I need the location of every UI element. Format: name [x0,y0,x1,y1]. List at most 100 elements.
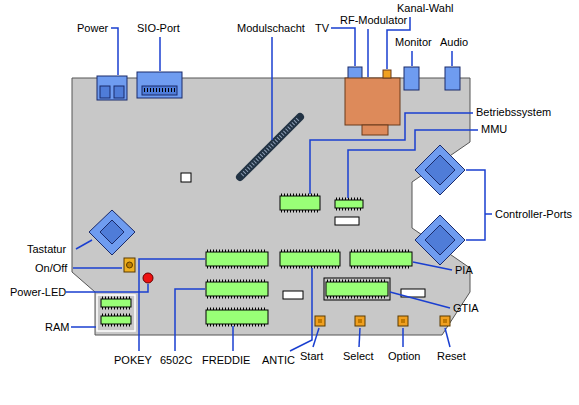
port-body [415,145,465,195]
port-pins [425,225,455,255]
chip-body [101,316,131,324]
chip-body [206,282,268,296]
button [315,316,325,326]
connector-pins [142,86,177,95]
chip [206,251,268,267]
button-cap [401,319,405,323]
chip [206,281,268,297]
part-label: Controller-Ports [495,208,572,221]
part-label: TV [315,22,329,35]
button-cap [443,319,447,323]
chip [280,195,320,211]
ram-area [97,295,135,331]
part-label: RF-Modulator [340,14,407,27]
leader-line [390,292,450,308]
leader-line [73,267,122,269]
cartridge-slot [240,117,300,177]
port-pins [425,155,455,185]
keyboard-connector [89,210,135,255]
rf-modulator [345,78,400,135]
part-label: Monitor [395,36,432,49]
leader-line [66,284,148,292]
part-label: Modulschacht [237,22,305,35]
leader-line [271,37,273,140]
chip [324,278,390,300]
switch-body [124,258,135,272]
part-label: Tastatur [27,243,66,256]
leader-line [359,328,360,347]
leader-lines [66,17,492,351]
part-label: GTIA [453,302,479,315]
leader-line [175,289,205,351]
part-label: POKEY [114,354,152,367]
part-label: MMU [481,123,507,136]
chip [280,251,340,267]
button-cap [318,319,322,323]
controller-port [415,145,465,195]
leader-line [445,328,450,347]
chip [206,309,268,325]
chip-socket [324,278,390,300]
connector-pin [100,86,110,98]
chip-body [326,282,388,296]
leader-line [313,328,319,347]
leader-line [411,51,413,66]
button [355,316,365,326]
leader-line [485,213,492,215]
connector-body [89,210,135,255]
chip-body [335,200,363,208]
leader-line [348,130,478,198]
channel-switch [383,70,391,78]
circuit-board [72,78,470,335]
chip-body [335,217,359,225]
part-label: Power [77,22,108,35]
button [440,316,450,326]
leader-line [331,28,355,66]
leader-line [111,28,118,75]
chip-body [283,291,303,299]
leader-line [139,259,205,351]
chip [335,199,363,209]
connector-body [97,76,127,100]
button-cap [358,319,362,323]
power-connector [97,76,127,100]
chip-body [280,196,320,210]
power-led [143,273,153,283]
leader-line [310,113,473,194]
part-label: Select [343,350,374,363]
part-label: FREDDIE [202,354,250,367]
chip [350,251,412,267]
leader-line [367,29,369,77]
connector-pins [100,220,124,244]
part-label: Betriebssystem [476,106,551,119]
part-label: Reset [437,350,466,363]
leader-line [76,240,92,249]
part-label: Start [300,350,323,363]
modulator-box [362,125,388,135]
part-label: PIA [455,264,473,277]
switch-knob [127,262,133,268]
sio-connector [137,72,182,98]
leader-line [413,262,452,270]
slot-contacts [242,119,298,175]
chip-body [350,252,412,266]
button [398,316,408,326]
part-label: 6502C [160,354,192,367]
modulator-box [345,78,400,125]
chip-body [280,252,340,266]
connector-body [137,72,182,98]
leader-line [290,268,312,351]
audio-connector [445,67,460,90]
bracket [466,170,485,240]
part-label: RAM [45,321,69,334]
leader-line [232,326,234,351]
console-buttons [315,316,450,326]
part-label: Option [388,350,420,363]
small-chip [181,173,425,299]
slot-body [240,117,300,177]
chip-body [206,310,268,324]
chip-body [181,173,191,182]
monitor-connector [404,67,419,90]
